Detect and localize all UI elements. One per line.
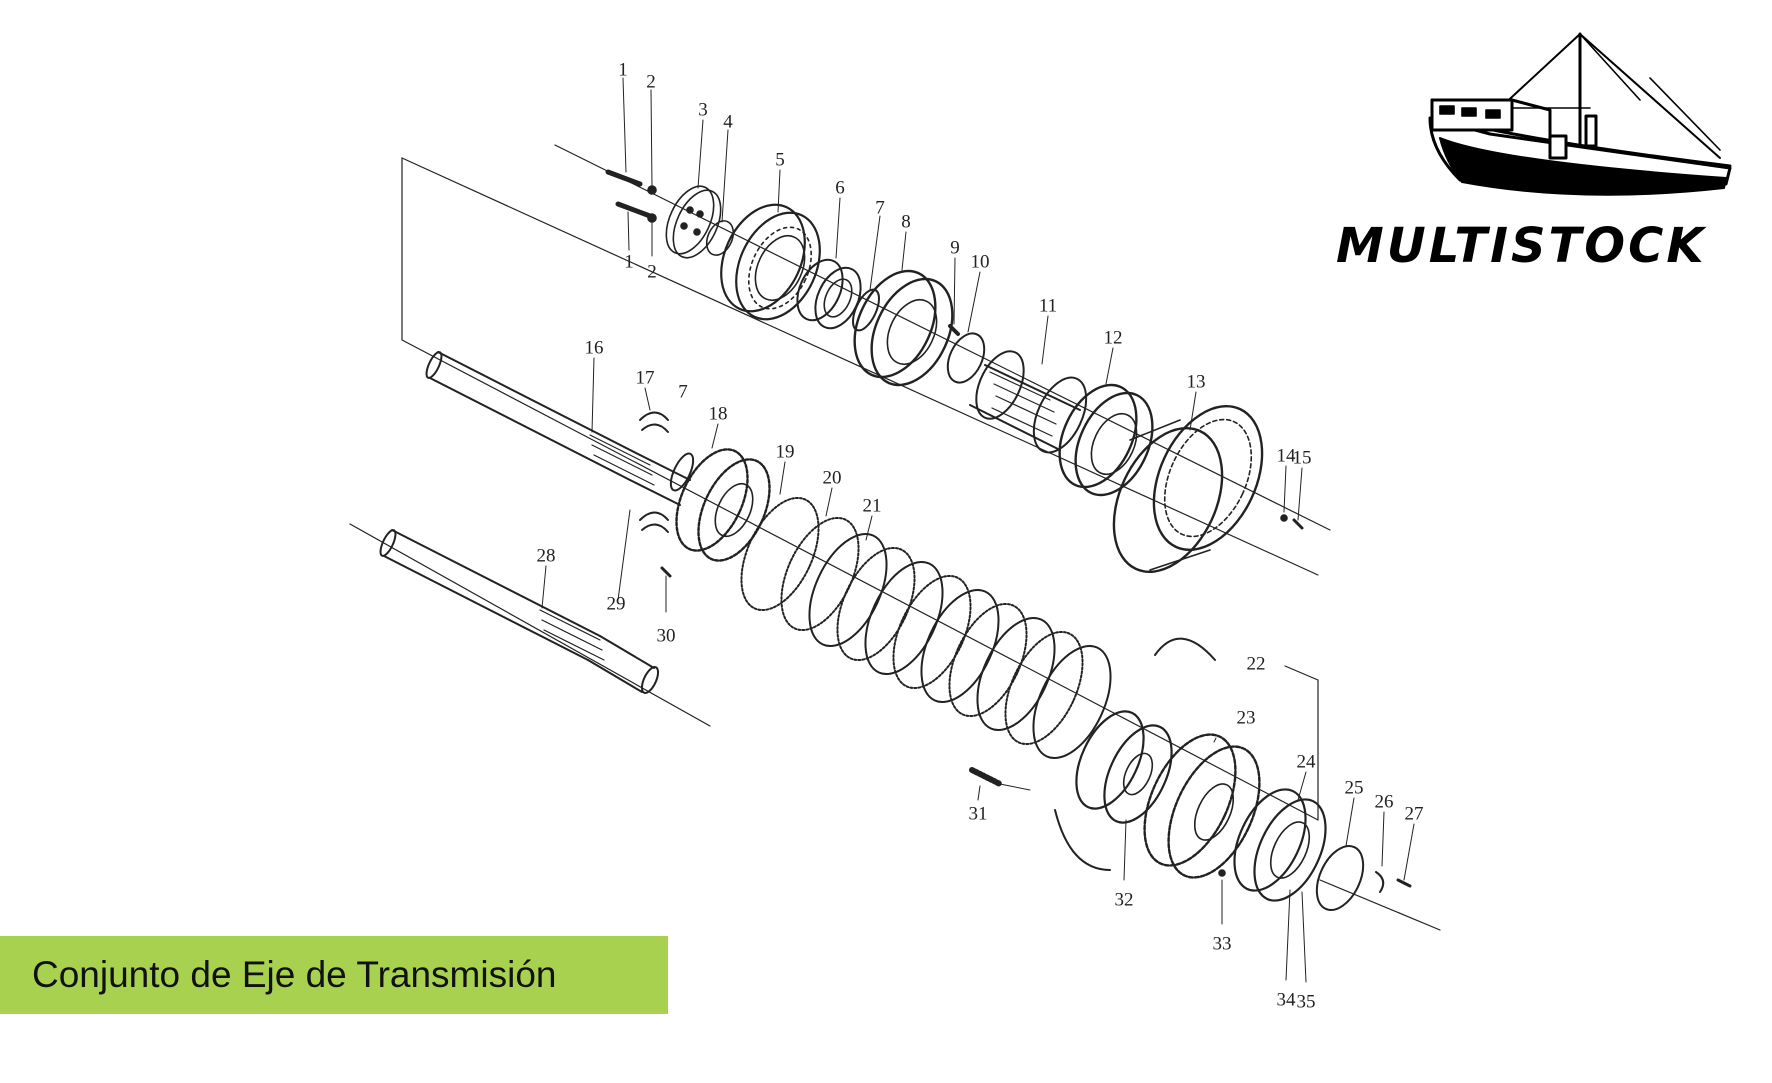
- shaft-16: [425, 351, 691, 506]
- callout-number: 2: [647, 261, 657, 283]
- screw-15: [1292, 518, 1304, 530]
- callout-number: 20: [822, 467, 842, 489]
- bearing-12: [1058, 383, 1154, 497]
- callout-number: 7: [678, 381, 688, 403]
- hub-32: [1075, 710, 1173, 824]
- callout-number: 9: [950, 237, 960, 259]
- callout-number: 17: [635, 367, 655, 389]
- drum-13: [1112, 404, 1264, 574]
- ring-10: [946, 332, 986, 384]
- bearing-24: [1233, 788, 1327, 902]
- callout-number: 12: [1103, 327, 1123, 349]
- clutch-plates-19-21: [740, 496, 1112, 760]
- gasket-4: [705, 220, 735, 256]
- callout-number: 28: [536, 545, 556, 567]
- leader-lines: [541, 77, 1415, 983]
- callout-number: 21: [862, 495, 882, 517]
- bearing-5: [720, 203, 821, 321]
- shaft-28: [379, 529, 660, 694]
- callout-number: 1: [624, 251, 634, 273]
- callout-number: 31: [968, 803, 988, 825]
- callout-number: 16: [584, 337, 604, 359]
- callout-number: 27: [1404, 803, 1424, 825]
- caption-title: Conjunto de Eje de Transmisión: [32, 954, 557, 995]
- callout-number: 14: [1276, 445, 1296, 467]
- callout-number: 13: [1186, 371, 1206, 393]
- pin-33: [1218, 869, 1226, 877]
- fork-29: [639, 511, 669, 533]
- fishing-boat-icon: [1428, 32, 1732, 196]
- bolt-27: [1396, 878, 1412, 888]
- spring-31: [969, 767, 1003, 787]
- callout-number: 33: [1212, 933, 1232, 955]
- callout-number: 1: [618, 59, 628, 81]
- callout-number: 25: [1344, 777, 1364, 799]
- brand-logo: MULTISTOCK: [1336, 218, 1707, 274]
- callout-number: 7: [875, 197, 885, 219]
- callout-number: 4: [723, 111, 733, 133]
- snap-ring-22: [1154, 637, 1216, 661]
- bearing-8: [853, 269, 954, 387]
- callout-number: 10: [970, 251, 990, 273]
- callout-number: 30: [656, 625, 676, 647]
- callout-number: 24: [1296, 751, 1316, 773]
- callout-number: 22: [1246, 653, 1266, 675]
- callout-number: 6: [835, 177, 845, 199]
- fork-17: [639, 411, 669, 433]
- snap-ring-7b: [669, 452, 695, 492]
- upper-axis-line: [554, 144, 1331, 531]
- pinion-11: [969, 350, 1088, 454]
- pin-30: [660, 566, 672, 578]
- callout-number: 5: [775, 149, 785, 171]
- callout-number: 19: [775, 441, 795, 463]
- frame-bracket: [401, 157, 1319, 821]
- callout-number: 35: [1296, 991, 1316, 1013]
- gear-23: [1143, 733, 1261, 879]
- callout-number: 15: [1292, 447, 1312, 469]
- callout-number: 34: [1276, 989, 1296, 1011]
- callout-number: 3: [698, 99, 708, 121]
- callout-number: 26: [1374, 791, 1394, 813]
- washer-14: [1280, 514, 1288, 522]
- callout-number: 11: [1038, 295, 1058, 317]
- lower-axis-line: [349, 523, 711, 727]
- callout-number: 23: [1236, 707, 1256, 729]
- lock-26: [1375, 871, 1385, 893]
- pin-9: [948, 324, 960, 336]
- callout-number: 2: [646, 71, 656, 93]
- callout-number: 18: [708, 403, 728, 425]
- callout-number: 8: [901, 211, 911, 233]
- callout-number: 32: [1114, 889, 1134, 911]
- callout-number: 29: [606, 593, 626, 615]
- plate-25: [1315, 845, 1365, 911]
- plate-3: [665, 185, 722, 259]
- caption-banner: Conjunto de Eje de Transmisión: [0, 936, 668, 1014]
- bolt-1: [605, 169, 653, 219]
